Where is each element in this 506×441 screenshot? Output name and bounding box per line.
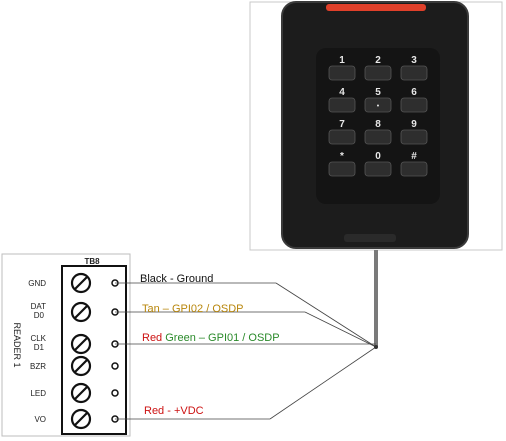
key-label: 3	[411, 55, 417, 66]
reader-logo-plate	[344, 234, 396, 242]
wire-label-red-part: Red	[142, 332, 165, 344]
keypad-key-4[interactable]: 4	[328, 87, 356, 113]
key-sublabel: •	[377, 103, 380, 110]
keypad-key-star[interactable]: *	[328, 151, 356, 177]
keypad-key-6[interactable]: 6	[400, 87, 428, 113]
keypad-key-0[interactable]: 0	[364, 151, 392, 177]
key-face	[364, 65, 392, 81]
wire-gnd-d	[275, 282, 377, 348]
key-face	[400, 65, 428, 81]
pin-subname: D1	[34, 343, 45, 352]
keypad-key-1[interactable]: 1	[328, 55, 356, 81]
key-face	[400, 97, 428, 113]
key-face	[364, 129, 392, 145]
keypad-key-5[interactable]: 5•	[364, 87, 392, 113]
pin-name: VO	[34, 415, 46, 424]
key-face	[328, 129, 356, 145]
reader-body-edge	[281, 1, 469, 249]
screw-slot	[74, 276, 88, 290]
pin-subname: D0	[34, 311, 45, 320]
screw-slot	[74, 305, 88, 319]
key-label: 2	[375, 55, 381, 66]
keypad-key-3[interactable]: 3	[400, 55, 428, 81]
key-label: 5	[375, 87, 381, 98]
keypad-key-2[interactable]: 2	[364, 55, 392, 81]
wire-label-green-part: Green – GPI01 / OSDP	[165, 332, 279, 344]
key-face	[400, 129, 428, 145]
wires	[115, 282, 378, 420]
screw-slot	[74, 337, 88, 351]
key-label: 0	[375, 151, 381, 162]
pin-name: GND	[28, 279, 46, 288]
keypad-key-9[interactable]: 9	[400, 119, 428, 145]
terminal-block-id: TB8	[84, 257, 100, 266]
keypad-key-8[interactable]: 8	[364, 119, 392, 145]
key-face	[364, 97, 392, 113]
wire-hole	[111, 389, 119, 397]
pin-name: LED	[30, 389, 46, 398]
terminal-pin-vo: VO	[34, 408, 119, 430]
key-label: 7	[339, 119, 345, 130]
wire-label-red-green-gpi01: Red Green – GPI01 / OSDP	[142, 332, 280, 344]
wire-vo-d	[269, 346, 377, 420]
wire-label-tan-gpi02: Tan – GPI02 / OSDP	[142, 303, 244, 315]
key-face	[328, 161, 356, 177]
key-face	[400, 161, 428, 177]
key-label: 1	[339, 55, 345, 66]
key-face	[328, 65, 356, 81]
wire-hole	[111, 362, 119, 370]
wire-junction	[374, 345, 378, 349]
wire-dat-d	[304, 311, 377, 348]
key-face	[364, 161, 392, 177]
key-label: 6	[411, 87, 417, 98]
wire-label-black-ground: Black - Ground	[140, 273, 213, 285]
pin-name: BZR	[30, 362, 46, 371]
key-label: 8	[375, 119, 381, 130]
reader-side-label: READER 1	[12, 322, 22, 367]
key-label: 4	[339, 87, 345, 98]
pin-name: CLK	[30, 334, 46, 343]
keypad-key-7[interactable]: 7	[328, 119, 356, 145]
key-face	[328, 97, 356, 113]
screw-slot	[74, 386, 88, 400]
key-label: *	[340, 151, 344, 162]
wire-label-red-vdc: Red - +VDC	[144, 405, 204, 417]
key-label: #	[411, 151, 417, 162]
terminal-housing	[61, 265, 127, 435]
pin-name: DAT	[31, 302, 47, 311]
terminal-pin-bzr: BZR	[30, 355, 119, 377]
screw-slot	[74, 412, 88, 426]
keypad-key-hash[interactable]: #	[400, 151, 428, 177]
status-led	[326, 4, 426, 11]
key-label: 9	[411, 119, 417, 130]
terminal-pin-led: LED	[30, 382, 119, 404]
screw-slot	[74, 359, 88, 373]
